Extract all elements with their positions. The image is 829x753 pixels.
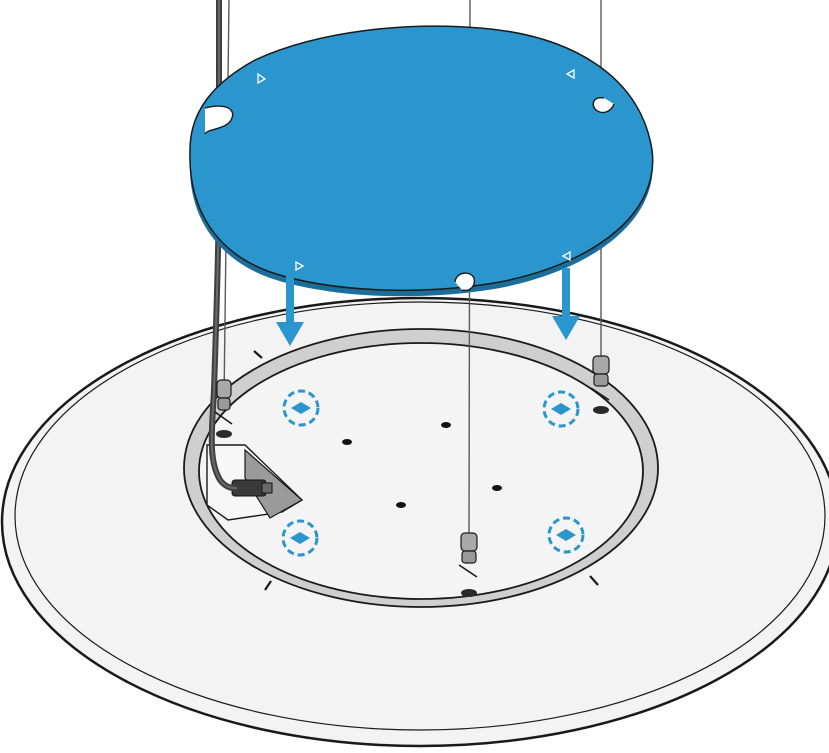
target-marker: [547, 516, 585, 554]
target-marker: [542, 390, 580, 428]
down-arrow-right: [552, 268, 580, 340]
blue-cover-panel: [189, 25, 654, 297]
mount-hole: [441, 422, 451, 428]
center-holes: [342, 422, 502, 508]
rim-tick: [264, 580, 272, 591]
rim-tick: [253, 350, 263, 359]
wire-clamp: [458, 532, 478, 597]
target-marker: [282, 389, 320, 427]
mount-hole: [342, 439, 352, 445]
target-marker: [281, 519, 319, 557]
alignment-triangle: [565, 68, 575, 80]
wire-clamp: [214, 379, 233, 438]
target-markers: [281, 389, 585, 557]
rim-tick: [589, 575, 599, 586]
cable-connector: [206, 444, 304, 521]
alignment-triangle: [295, 260, 305, 272]
wire-clamps: [214, 355, 610, 597]
down-arrows: [276, 268, 580, 346]
alignment-triangle: [561, 250, 571, 262]
mount-hole: [396, 502, 406, 508]
down-arrow-left: [276, 276, 304, 346]
alignment-triangle: [257, 72, 267, 85]
alignment-triangles: [257, 68, 575, 272]
rim-ticks: [253, 350, 599, 591]
wire-clamp: [590, 355, 610, 414]
mount-hole: [492, 485, 502, 491]
